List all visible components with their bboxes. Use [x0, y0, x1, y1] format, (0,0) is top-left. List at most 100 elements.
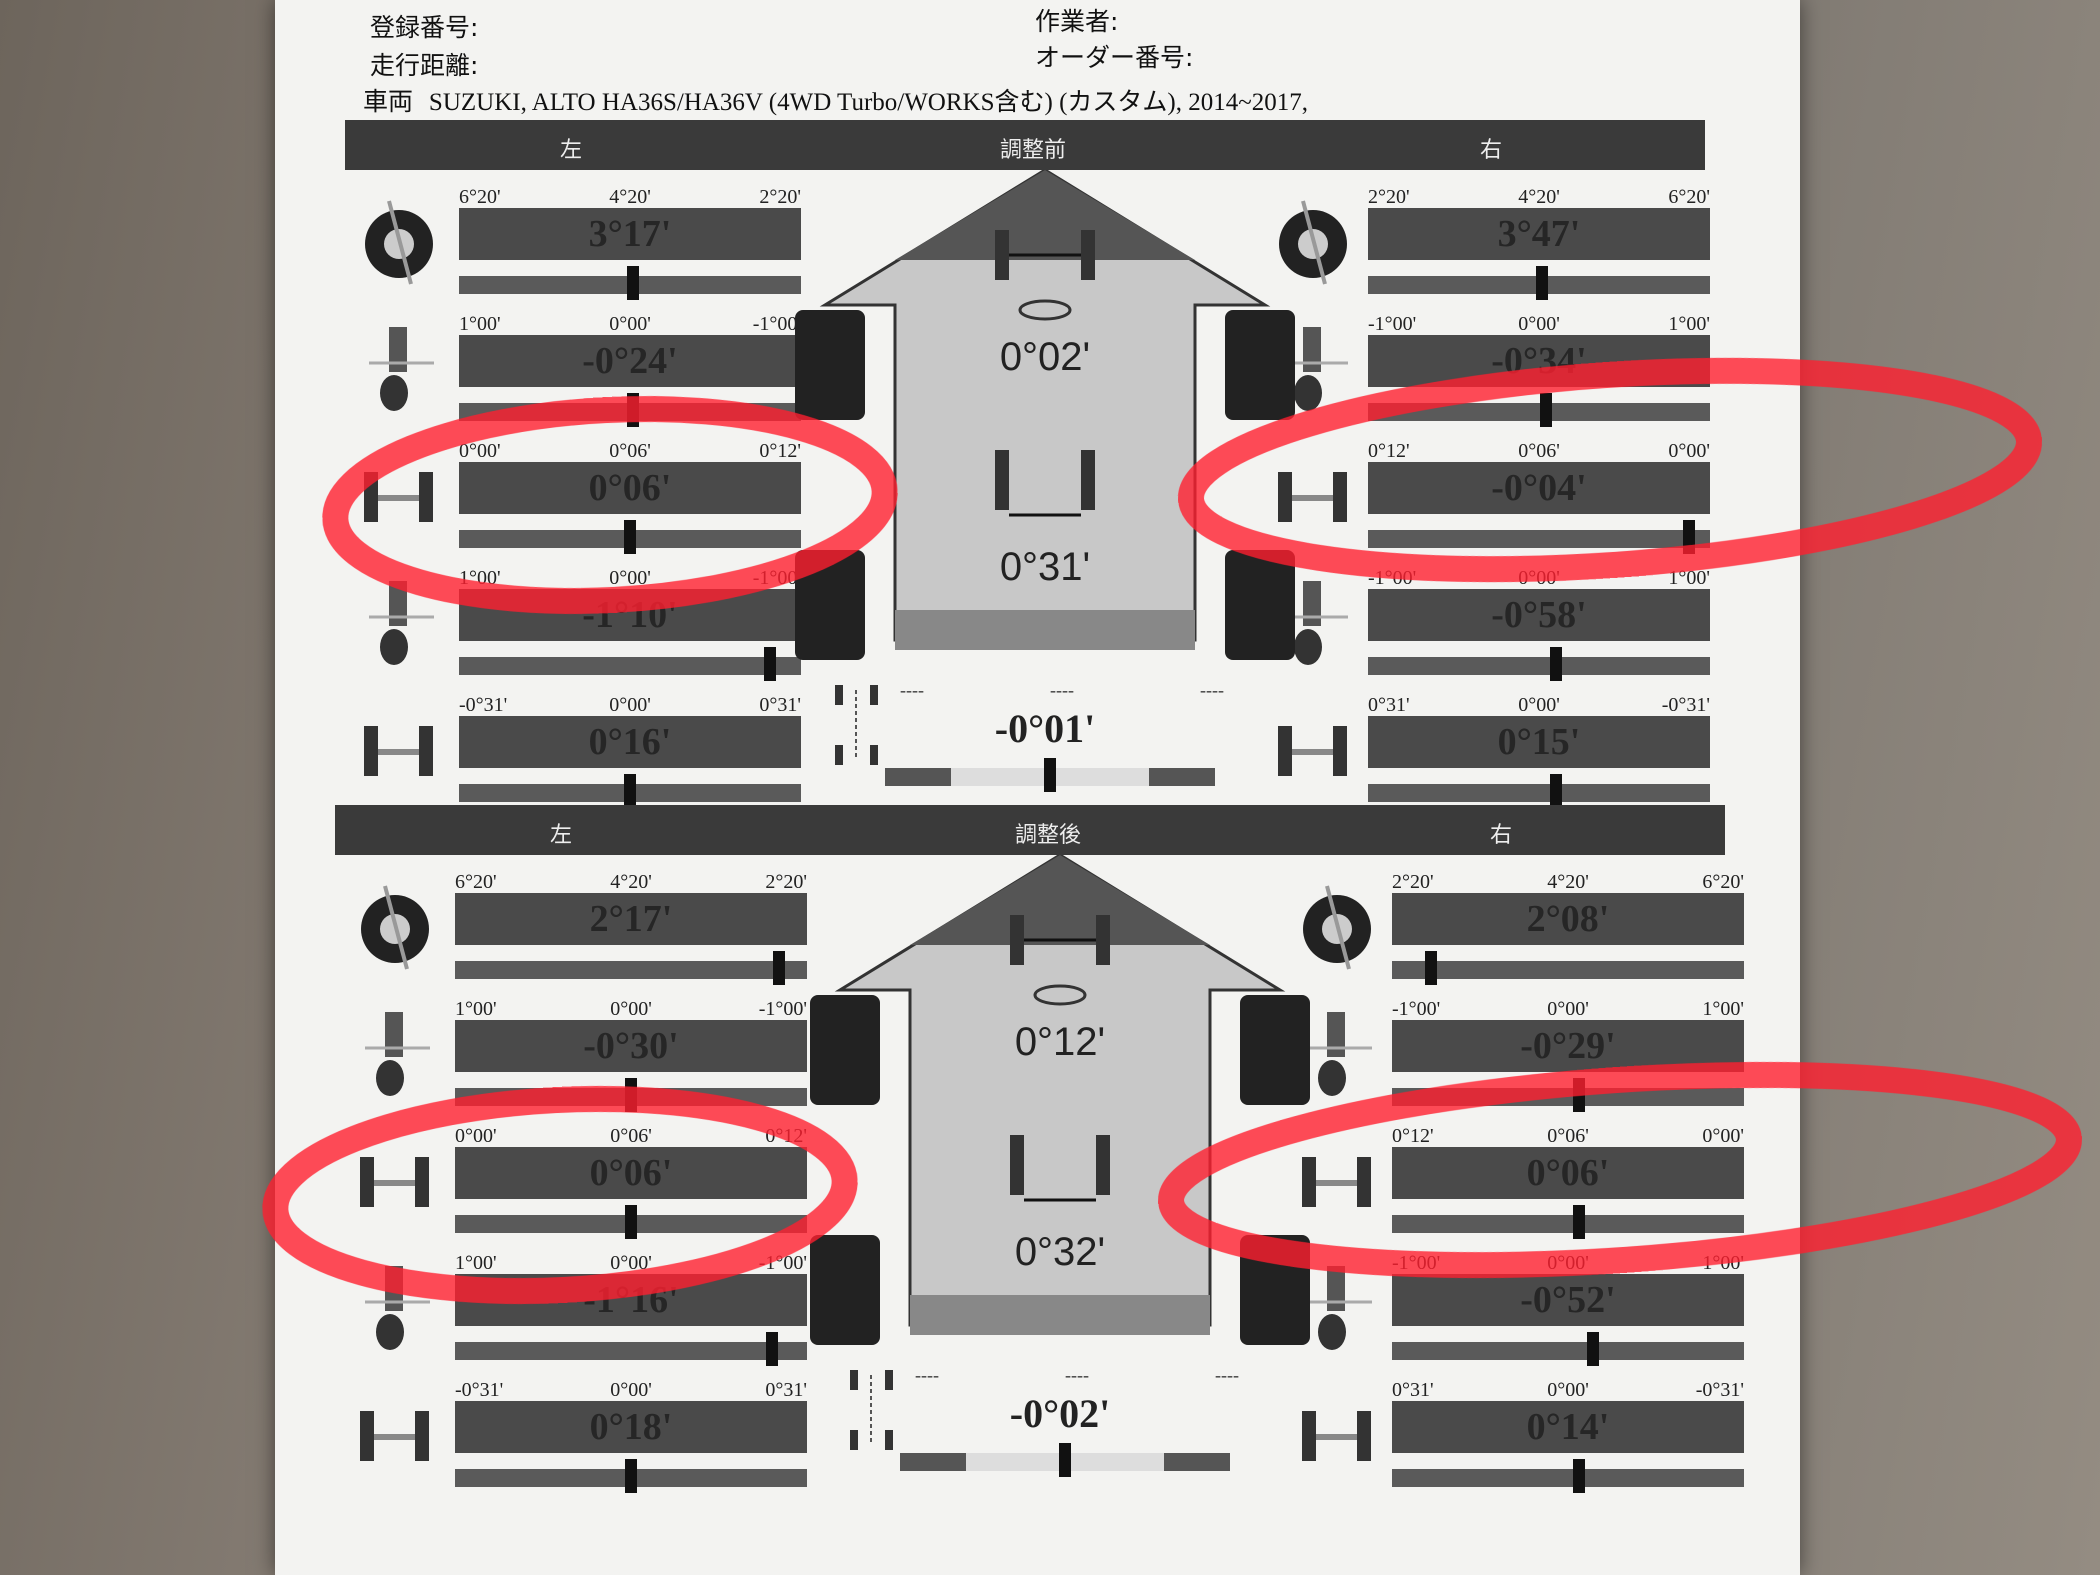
scale-tick-label: 6°20' [1702, 871, 1744, 893]
gauge-value: -0°58' [1368, 589, 1710, 641]
left-side-label: 左 [550, 823, 573, 848]
gauge-value: -1°10' [459, 589, 801, 641]
caster-icon [359, 196, 439, 286]
gauge-scale: 1°00'0°00'-1°00' [455, 998, 807, 1020]
gauge-scale: 6°20'4°20'2°20' [455, 871, 807, 893]
right-camber-gauge: -1°00' 0°00' 1°00'-0°34' [1368, 313, 1710, 427]
thrust-angle-indicator [1044, 758, 1056, 792]
thrust-angle-value: -0°02' [1009, 1391, 1111, 1436]
scale-tick-label: 1°00' [455, 1252, 497, 1274]
scale-tick-label: 0°00' [609, 313, 651, 335]
scale-tick-label: 0°00' [1518, 313, 1560, 335]
scale-tick-label: 2°20' [759, 186, 801, 208]
scale-tick-label: 1°00' [1702, 998, 1744, 1020]
scale-tick-label: 0°06' [1518, 440, 1560, 462]
gauge-scale: -0°31'0°00'0°31' [459, 694, 801, 716]
gauge-value: 2°08' [1392, 893, 1744, 945]
thrust-scale-label: ---- [1215, 1365, 1239, 1385]
caster-icon [1273, 196, 1353, 286]
camber-icon [355, 1008, 435, 1098]
gauge-indicator [1539, 393, 1552, 427]
rear-toe-icon [359, 704, 439, 794]
gauge-indicator [624, 520, 636, 554]
scale-tick-label: 6°20' [455, 871, 497, 893]
car-diagram [810, 853, 1310, 1355]
gauge-indicator [764, 647, 777, 681]
thrust-angle-icon [845, 1365, 925, 1455]
gauge-value: -0°29' [1392, 1020, 1744, 1072]
gauge-track [1392, 951, 1744, 985]
gauge-value: 3°47' [1368, 208, 1710, 260]
gauge-track [459, 393, 801, 427]
gauge-scale: 1°00'0°00'-1°00' [459, 313, 801, 335]
gauge-track [455, 951, 807, 985]
scale-tick-label: 0°06' [610, 1125, 652, 1147]
gauge-indicator [1550, 774, 1563, 808]
gauge-track [1368, 647, 1710, 681]
section-title-bar: 左調整後右 [335, 805, 1725, 855]
gauge-value: 0°06' [459, 462, 801, 514]
scale-tick-label: 2°20' [1392, 871, 1434, 893]
scale-tick-label: 0°00' [459, 440, 501, 462]
vehicle-name: SUZUKI, ALTO HA36S/HA36V (4WD Turbo/WORK… [428, 89, 1308, 116]
right-rear-toe-gauge: 0°31'0°00'-0°31'0°15' [1368, 694, 1710, 808]
right-camber-gauge: -1°00'0°00'1°00'-0°29' [1392, 998, 1744, 1112]
scale-tick-label: 0°12' [765, 1125, 807, 1147]
scale-tick-label: -0°31' [459, 694, 508, 716]
gauge-track [1392, 1205, 1744, 1239]
rear-total-toe: 0°31' [999, 545, 1091, 589]
right-rear-toe-gauge: 0°31'0°00'-0°31'0°14' [1392, 1379, 1744, 1493]
gauge-scale: 0°31'0°00'-0°31' [1392, 1379, 1744, 1401]
reg-no-label: 登録番号: [370, 13, 479, 42]
thrust-scale-label: ---- [1065, 1365, 1089, 1385]
order-no-label: オーダー番号: [1035, 43, 1194, 72]
caster-icon [355, 881, 435, 971]
thrust-scale-label: ---- [1050, 680, 1074, 700]
scale-tick-label: 0°00' [1547, 1252, 1589, 1274]
gauge-indicator [1572, 1459, 1585, 1493]
gauge-indicator [624, 774, 636, 808]
gauge-indicator [1572, 1205, 1585, 1239]
gauge-track [459, 266, 801, 300]
gauge-value: -0°34' [1368, 335, 1710, 387]
scale-tick-label: -1°00' [1368, 313, 1417, 335]
gauge-value: 0°06' [1392, 1147, 1744, 1199]
gauge-indicator [1572, 1078, 1585, 1112]
gauge-scale: -1°00'0°00'1°00' [1368, 567, 1710, 589]
section-title: 調整前 [1000, 138, 1067, 163]
gauge-value: -0°52' [1392, 1274, 1744, 1326]
gauge-scale: 0°00'0°06'0°12' [459, 440, 801, 462]
vehicle-info: 車両 SUZUKI, ALTO HA36S/HA36V (4WD Turbo/W… [363, 82, 1308, 118]
scale-tick-label: 1°00' [1668, 313, 1710, 335]
front-total-toe: 0°02' [999, 335, 1091, 379]
gauge-scale: 6°20'4°20'2°20' [459, 186, 801, 208]
car-diagram [795, 168, 1295, 670]
gauge-indicator [1586, 1332, 1599, 1366]
scale-tick-label: 0°00' [1547, 1379, 1589, 1401]
scale-tick-label: -0°31' [1661, 694, 1710, 716]
rear-toe-icon [355, 1389, 435, 1479]
gauge-value: -0°04' [1368, 462, 1710, 514]
scale-tick-label: 0°31' [765, 1379, 807, 1401]
thrust-angle-value: -0°01' [994, 706, 1096, 751]
rear-camber-icon [1273, 577, 1353, 667]
gauge-value: 3°17' [459, 208, 801, 260]
scale-tick-label: 0°00' [609, 567, 651, 589]
gauge-track [1392, 1332, 1744, 1366]
scale-tick-label: 0°00' [610, 998, 652, 1020]
thrust-angle-track [885, 758, 1215, 792]
gauge-value: -0°24' [459, 335, 801, 387]
scale-tick-label: 1°00' [1702, 1252, 1744, 1274]
scale-tick-label: 1°00' [1668, 567, 1710, 589]
scale-tick-label: -1°00' [752, 567, 801, 589]
thrust-scale-label: ---- [915, 1365, 939, 1385]
gauge-scale: 1°00'0°00'-1°00' [459, 567, 801, 589]
gauge-scale: 0°12'0°06'0°00' [1368, 440, 1710, 462]
scale-tick-label: 0°06' [1547, 1125, 1589, 1147]
right-side-label: 右 [1490, 823, 1513, 848]
scale-tick-label: 0°00' [1518, 694, 1560, 716]
scale-tick-label: 0°31' [1368, 694, 1410, 716]
right-caster-gauge: 2°20'4°20'6°20'3°47' [1368, 186, 1710, 300]
camber-icon [359, 323, 439, 413]
thrust-scale-label: ---- [1200, 680, 1224, 700]
